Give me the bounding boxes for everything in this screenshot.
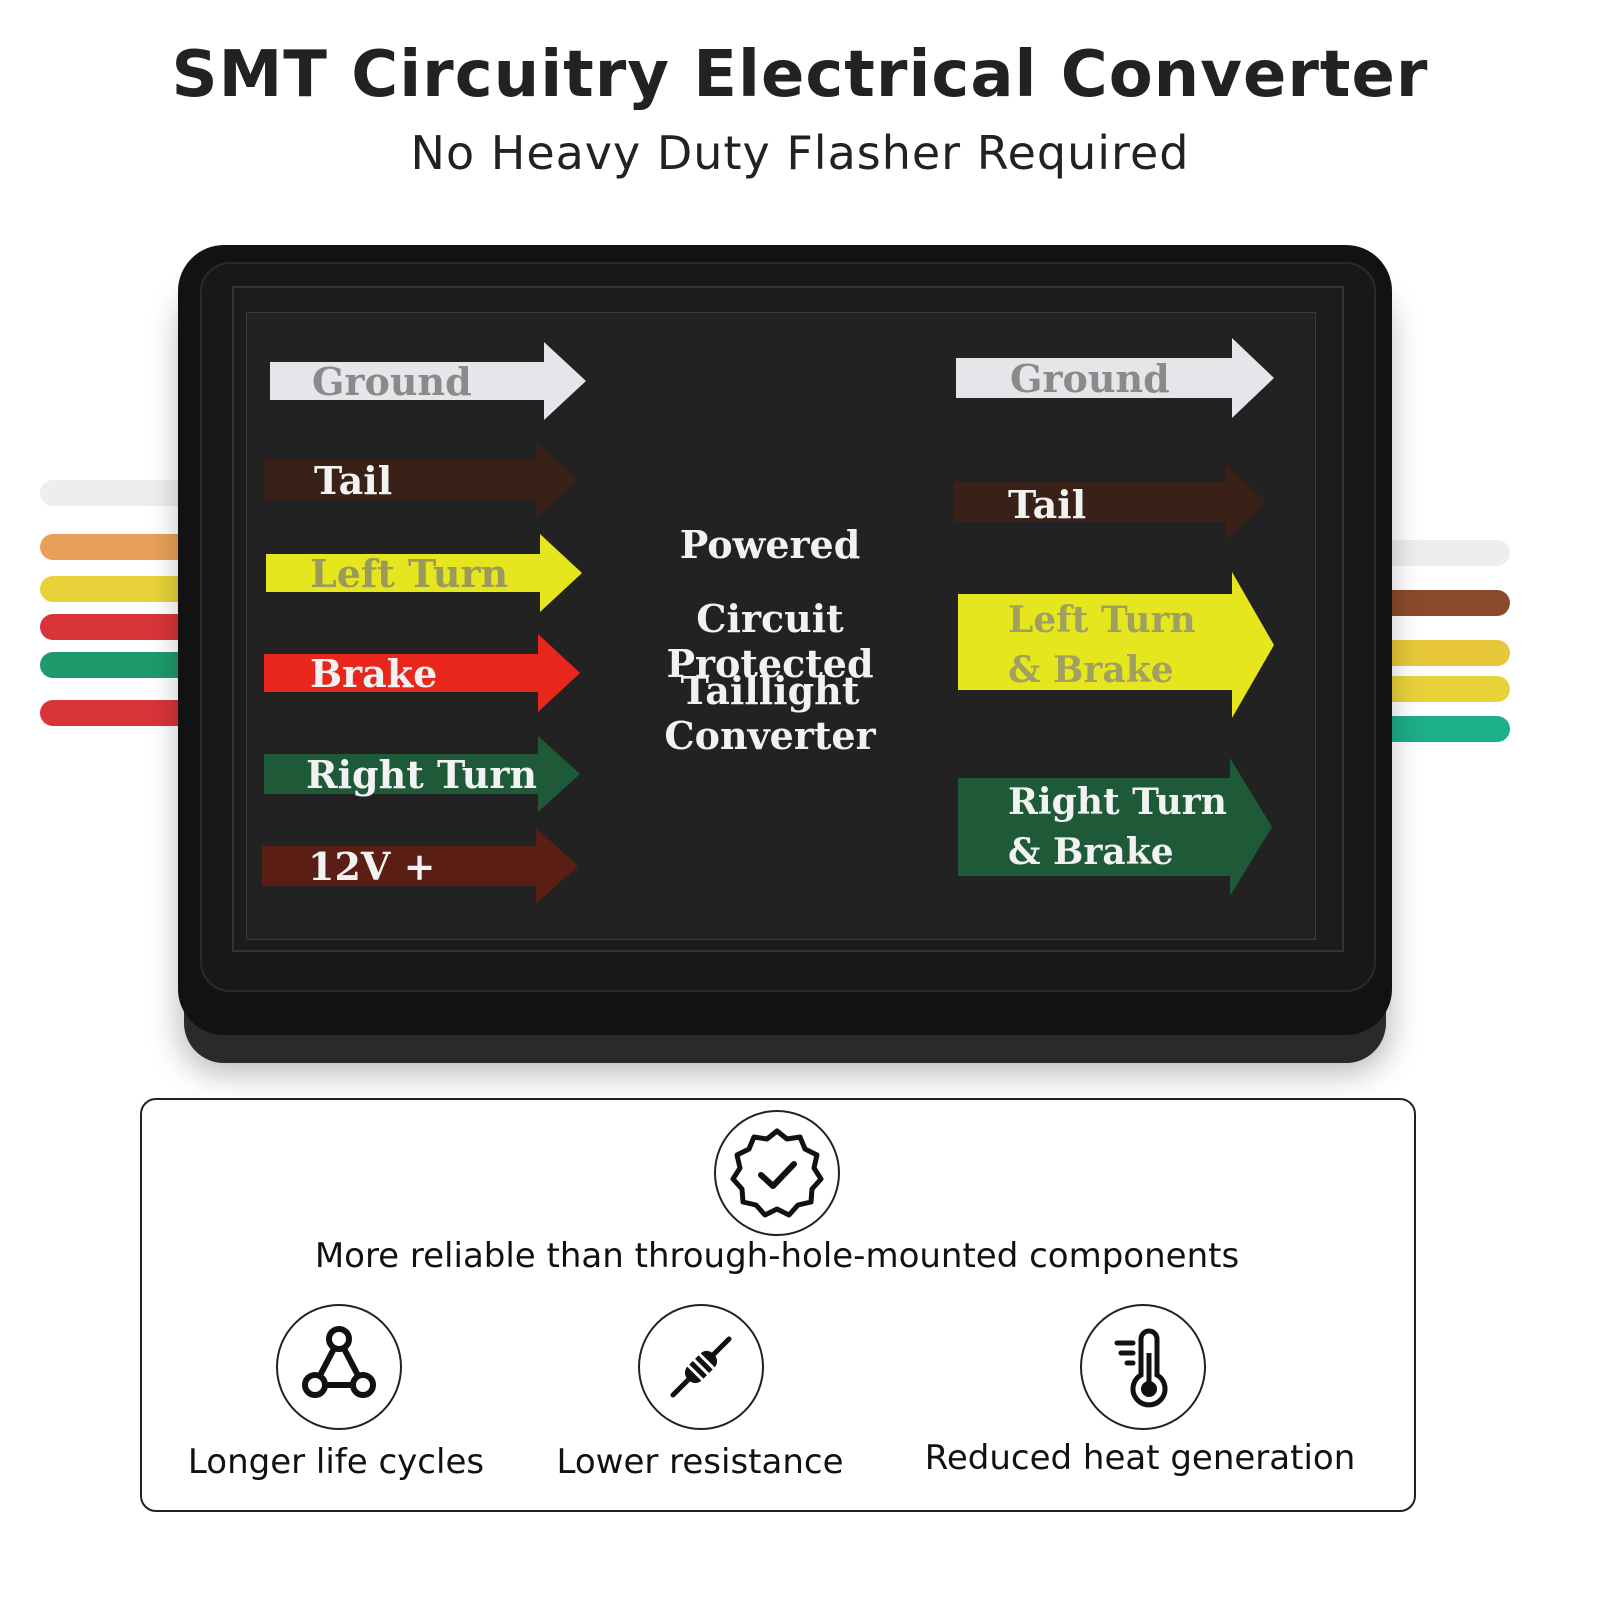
page-subtitle: No Heavy Duty Flasher Required	[410, 126, 1190, 180]
left-arrow-12v: 12V +	[260, 826, 580, 906]
resistor-icon	[638, 1304, 764, 1430]
wire-white-right	[1370, 540, 1510, 566]
center-line-taillight-converter: Taillight Converter	[664, 668, 876, 758]
right-arrow-left-turn-brake: Left Turn & Brake	[956, 570, 1276, 720]
left-arrow-ground: Ground	[268, 340, 588, 422]
right-arrow-ground: Ground	[954, 336, 1276, 420]
badge-check-icon	[714, 1110, 840, 1236]
center-line-circuit-protected: Circuit Protected	[666, 596, 874, 686]
thermometer-icon	[1080, 1304, 1206, 1430]
wire-green-right	[1370, 716, 1510, 742]
feature-resistance-text: Lower resistance	[556, 1442, 844, 1482]
right-arrow-tail: Tail	[952, 462, 1268, 542]
right-arrow-right-turn-brake: Right Turn & Brake	[956, 756, 1274, 898]
left-arrow-brake: Brake	[262, 632, 582, 714]
feature-reliable-text: More reliable than through-hole-mounted …	[314, 1236, 1240, 1276]
page-title: SMT Circuitry Electrical Converter	[171, 38, 1429, 112]
wire-yellow2-right	[1370, 676, 1510, 702]
center-line-powered: Powered	[679, 522, 861, 567]
feature-heat-text: Reduced heat generation	[924, 1438, 1356, 1478]
left-arrow-tail: Tail	[262, 440, 580, 520]
triangle-nodes-icon	[276, 1304, 402, 1430]
left-arrow-right-turn: Right Turn	[262, 734, 582, 814]
feature-life-cycles-text: Longer life cycles	[187, 1442, 485, 1482]
left-arrow-left-turn: Left Turn	[264, 532, 584, 614]
wire-yellow-right	[1370, 640, 1510, 666]
wire-brown-right	[1370, 590, 1510, 616]
